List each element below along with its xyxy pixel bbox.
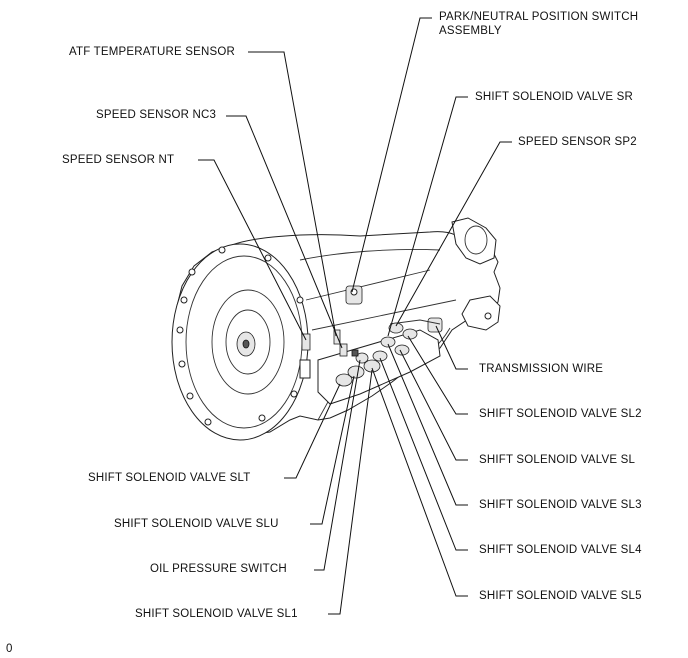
case-contour [299,249,457,421]
label-shift-solenoid-sl1: SHIFT SOLENOID VALVE SL1 [135,608,298,620]
label-shift-solenoid-sl: SHIFT SOLENOID VALVE SL [479,454,636,466]
torque-converter-ring [225,309,271,375]
label-oil-pressure-switch: OIL PRESSURE SWITCH [150,563,287,575]
label-shift-solenoid-slu: SHIFT SOLENOID VALVE SLU [114,518,279,530]
solenoid-cluster [335,322,418,387]
label-park-neutral-switch: PARK/NEUTRAL POSITION SWITCH [439,11,639,23]
output-flange [464,225,488,255]
speed-sensor-nc3 [339,343,348,357]
components [299,285,443,387]
label-speed-sensor-nc3: SPEED SENSOR NC3 [96,109,217,121]
speed-sensor-nt [301,333,311,351]
extension-housing [451,217,497,265]
input-hub-center [242,339,250,349]
label-transmission-wire: TRANSMISSION WIRE [479,363,604,375]
label-shift-solenoid-slt: SHIFT SOLENOID VALVE SLT [88,472,251,484]
label-speed-sensor-sp2: SPEED SENSOR SP2 [518,136,637,148]
label-shift-solenoid-sl4: SHIFT SOLENOID VALVE SL4 [479,544,642,556]
figure-corner-mark: 0 [6,643,13,655]
label-atf-temperature-sensor: ATF TEMPERATURE SENSOR [69,46,236,58]
label-speed-sensor-nt: SPEED SENSOR NT [62,154,175,166]
label-shift-solenoid-sl3: SHIFT SOLENOID VALVE SL3 [479,499,642,511]
bell-housing-bolts [176,246,304,426]
torque-converter [211,289,285,395]
label-park-neutral-switch-line2: ASSEMBLY [439,25,502,37]
label-shift-solenoid-sl5: SHIFT SOLENOID VALVE SL5 [479,590,642,602]
label-shift-solenoid-sr: SHIFT SOLENOID VALVE SR [475,91,633,103]
transmission-assembly [171,217,501,441]
transmission-wire-connector [427,317,443,333]
rear-mount [461,295,501,331]
leader-lines [198,17,512,615]
label-shift-solenoid-sl2: SHIFT SOLENOID VALVE SL2 [479,408,642,420]
